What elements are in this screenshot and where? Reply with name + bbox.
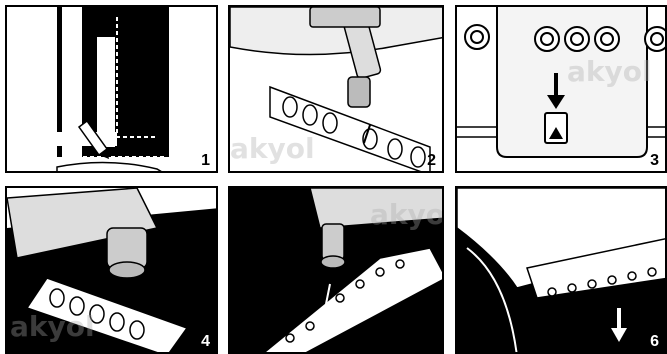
step6-illustration <box>457 188 667 354</box>
step-number: 1 <box>201 153 210 169</box>
instruction-panel-1: 1 <box>5 5 218 173</box>
instruction-panel-2: 2 <box>228 5 444 173</box>
instruction-panel-6: 6 <box>455 186 667 354</box>
step5-illustration <box>230 188 444 354</box>
step-number: 3 <box>650 153 659 169</box>
step-number: 4 <box>201 334 210 350</box>
step-number: 2 <box>427 153 436 169</box>
step2-illustration <box>230 7 444 173</box>
hammer-icon <box>310 7 381 107</box>
step3-illustration <box>457 7 667 173</box>
step4-illustration <box>7 188 218 354</box>
instruction-panel-3: 3 akyol <box>455 5 667 173</box>
step-number: 5 <box>427 334 436 350</box>
instruction-panel-4: 4 <box>5 186 218 354</box>
step1-illustration <box>7 7 218 173</box>
step-number: 6 <box>650 334 659 350</box>
instruction-panel-5: 5 akyol <box>228 186 444 354</box>
